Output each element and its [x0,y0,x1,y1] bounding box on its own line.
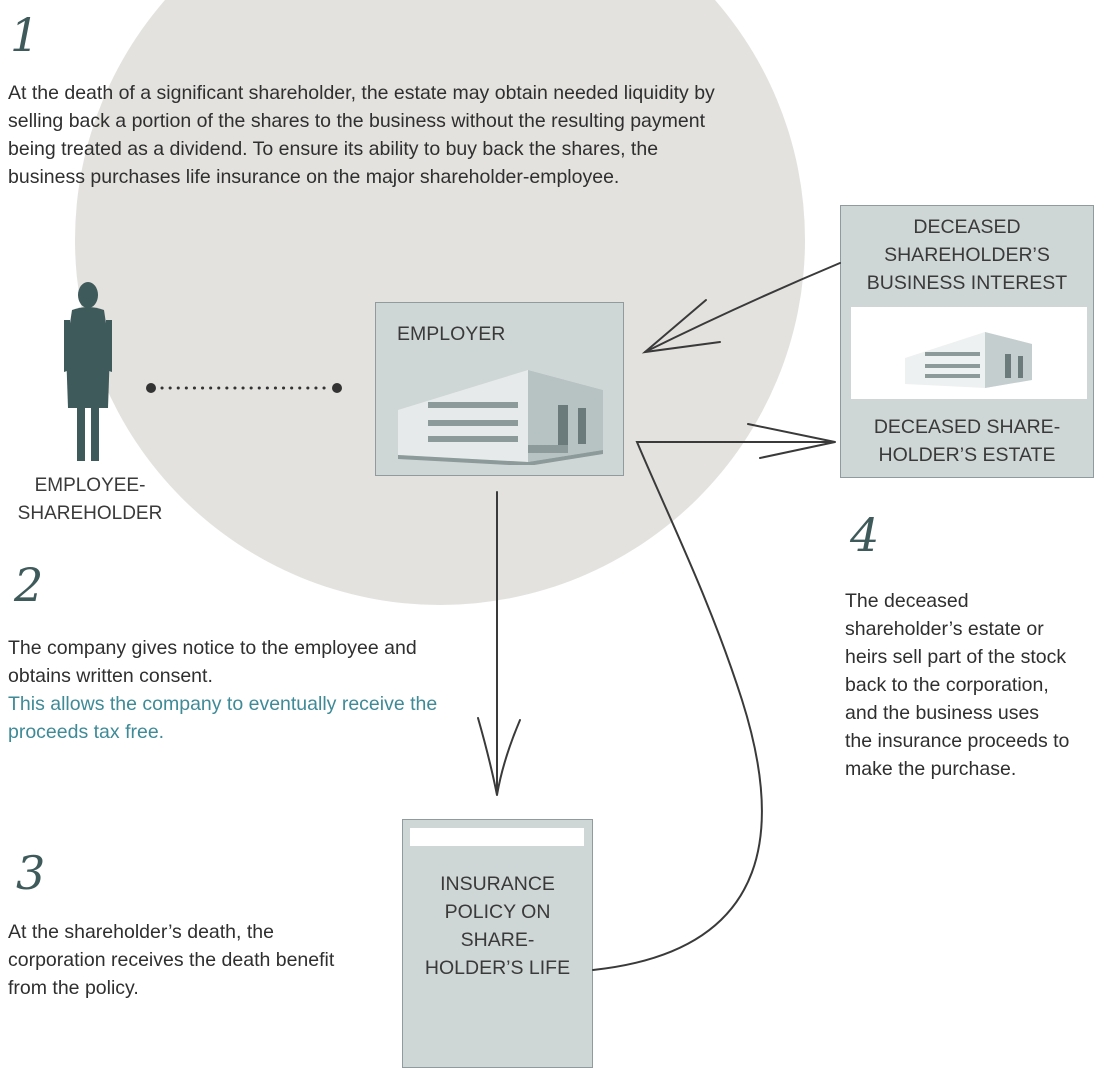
step-1-text: At the death of a significant shareholde… [8,82,715,188]
step-4-text: The deceased shareholder’s estate or hei… [845,590,1070,780]
employer-building-icon [398,370,603,465]
insurance-policy-label: INSURANCE POLICY ON SHARE-HOLDER’S LIFE [424,873,571,979]
arrow-to-policy [477,491,521,796]
step-2-number: 2 [14,558,44,612]
step-1-number: 1 [10,8,40,62]
link-start-dot [146,383,156,393]
link-end-dot [332,383,342,393]
step-3-text: At the shareholder’s death, the corporat… [8,921,335,999]
employee-shareholder-icon [64,282,112,461]
step-2-highlight: This allows the company to eventually re… [8,693,438,743]
estate-label: DECEASED SHARE-HOLDER’S ESTATE [873,416,1061,466]
step-4-number: 4 [850,508,880,562]
policy-header-strip [410,828,584,846]
estate-building-icon [905,332,1032,388]
employee-shareholder-label: EMPLOYEE- SHAREHOLDER [17,475,163,524]
step-3-number: 3 [16,846,46,900]
step-2-text: The company gives notice to the employee… [8,634,448,746]
employer-label: EMPLOYER [397,323,506,345]
arrow-to-employer [641,262,841,354]
arrow-to-estate [592,423,836,971]
step-2-body: The company gives notice to the employee… [8,637,417,687]
business-interest-label: DECEASED SHAREHOLDER’S BUSINESS INTEREST [866,216,1068,294]
insurance-policy-box [402,819,593,1068]
